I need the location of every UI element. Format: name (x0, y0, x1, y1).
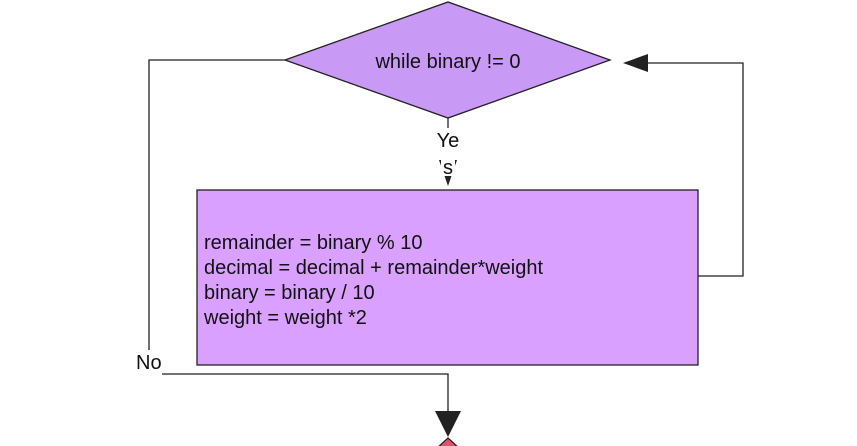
end-shape[interactable] (424, 437, 472, 446)
yes-label-bg (441, 159, 455, 176)
yes-label-line1: Ye (437, 130, 460, 152)
decision-diamond[interactable] (283, 1, 612, 119)
process-line-3: binary = binary / 10 (204, 282, 375, 304)
process-line-4: weight = weight *2 (203, 307, 367, 329)
no-connector (148, 59, 285, 350)
process-line-2: decimal = decimal + remainder*weight (204, 257, 543, 279)
yes-label-line2: s (443, 157, 453, 179)
loop-back-arrowhead (623, 54, 648, 72)
no-arrowhead (435, 411, 461, 437)
loop-back-connector (646, 62, 744, 277)
decision-text: while binary != 0 (374, 51, 520, 73)
process-box[interactable] (196, 189, 699, 366)
no-connector-exit (162, 373, 449, 412)
no-label: No (136, 352, 162, 374)
process-line-1: remainder = binary % 10 (204, 232, 422, 254)
